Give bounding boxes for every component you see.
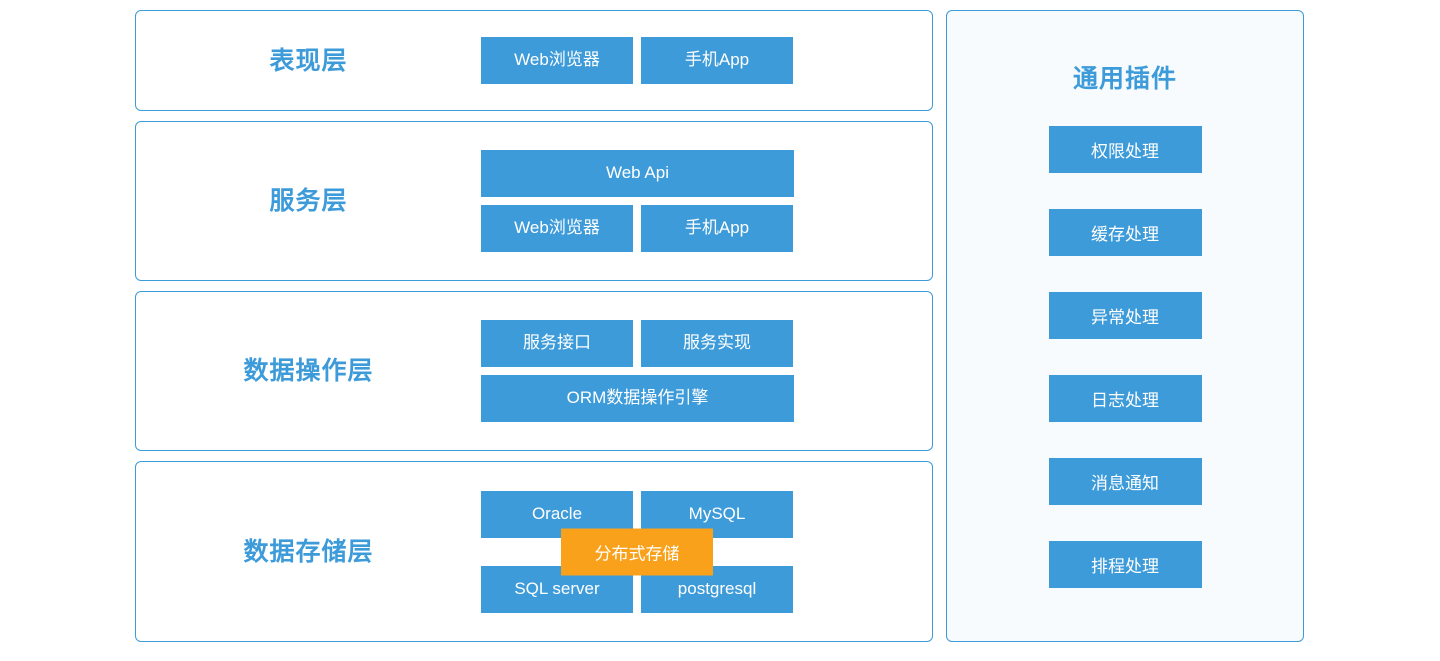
node-box[interactable]: ORM数据操作引擎: [481, 375, 794, 422]
plugin-list: 权限处理 缓存处理 异常处理 日志处理 消息通知 排程处理: [947, 126, 1303, 588]
layer-title-service: 服务层: [269, 187, 348, 215]
node-box[interactable]: 手机App: [641, 37, 793, 84]
layer-body-data-operation: 服务接口 服务实现 ORM数据操作引擎: [481, 320, 932, 422]
plugin-item[interactable]: 排程处理: [1048, 541, 1202, 588]
box-row: ORM数据操作引擎: [481, 375, 794, 422]
node-box[interactable]: Web Api: [481, 150, 794, 197]
box-row: 服务接口 服务实现: [481, 320, 793, 367]
distributed-storage-overlay-box[interactable]: 分布式存储: [561, 528, 713, 575]
plugin-item[interactable]: 异常处理: [1048, 292, 1202, 339]
plugin-item[interactable]: 消息通知: [1048, 458, 1202, 505]
plugin-item[interactable]: 缓存处理: [1048, 209, 1202, 256]
box-row: Web Api: [481, 150, 794, 197]
layer-panel-data-storage: 数据存储层 Oracle MySQL SQL server postgresql…: [135, 461, 933, 642]
node-box[interactable]: SQL server: [481, 565, 633, 613]
layer-body-presentation: Web浏览器 手机App: [481, 37, 932, 84]
node-box[interactable]: 服务接口: [481, 320, 633, 367]
node-box[interactable]: 服务实现: [641, 320, 793, 367]
layer-body-service: Web Api Web浏览器 手机App: [481, 150, 932, 252]
layer-panel-data-operation: 数据操作层 服务接口 服务实现 ORM数据操作引擎: [135, 291, 933, 451]
layer-body-data-storage: Oracle MySQL SQL server postgresql 分布式存储: [481, 490, 932, 613]
plugin-item[interactable]: 日志处理: [1048, 375, 1202, 422]
layer-panel-presentation: 表现层 Web浏览器 手机App: [135, 10, 933, 111]
box-row: Web浏览器 手机App: [481, 205, 793, 252]
box-row: SQL server postgresql: [481, 565, 793, 613]
node-box[interactable]: Oracle: [481, 490, 633, 538]
node-box[interactable]: Web浏览器: [481, 205, 633, 252]
layer-title-presentation: 表现层: [269, 46, 348, 75]
node-box[interactable]: 手机App: [641, 205, 793, 252]
plugin-panel-title: 通用插件: [1072, 65, 1177, 93]
layer-stack: 表现层 Web浏览器 手机App 服务层 Web Api Web浏览器 手机Ap…: [135, 10, 935, 642]
storage-grid: Oracle MySQL SQL server postgresql 分布式存储: [481, 490, 793, 613]
node-box[interactable]: Web浏览器: [481, 37, 633, 84]
node-box[interactable]: postgresql: [641, 565, 793, 613]
plugin-panel: 通用插件 权限处理 缓存处理 异常处理 日志处理 消息通知 排程处理: [946, 10, 1304, 642]
plugin-item[interactable]: 权限处理: [1048, 126, 1202, 173]
layer-panel-service: 服务层 Web Api Web浏览器 手机App: [135, 121, 933, 281]
layer-title-data-storage: 数据存储层: [243, 537, 374, 566]
layer-title-data-operation: 数据操作层: [243, 357, 374, 385]
box-row: Web浏览器 手机App: [481, 37, 793, 84]
